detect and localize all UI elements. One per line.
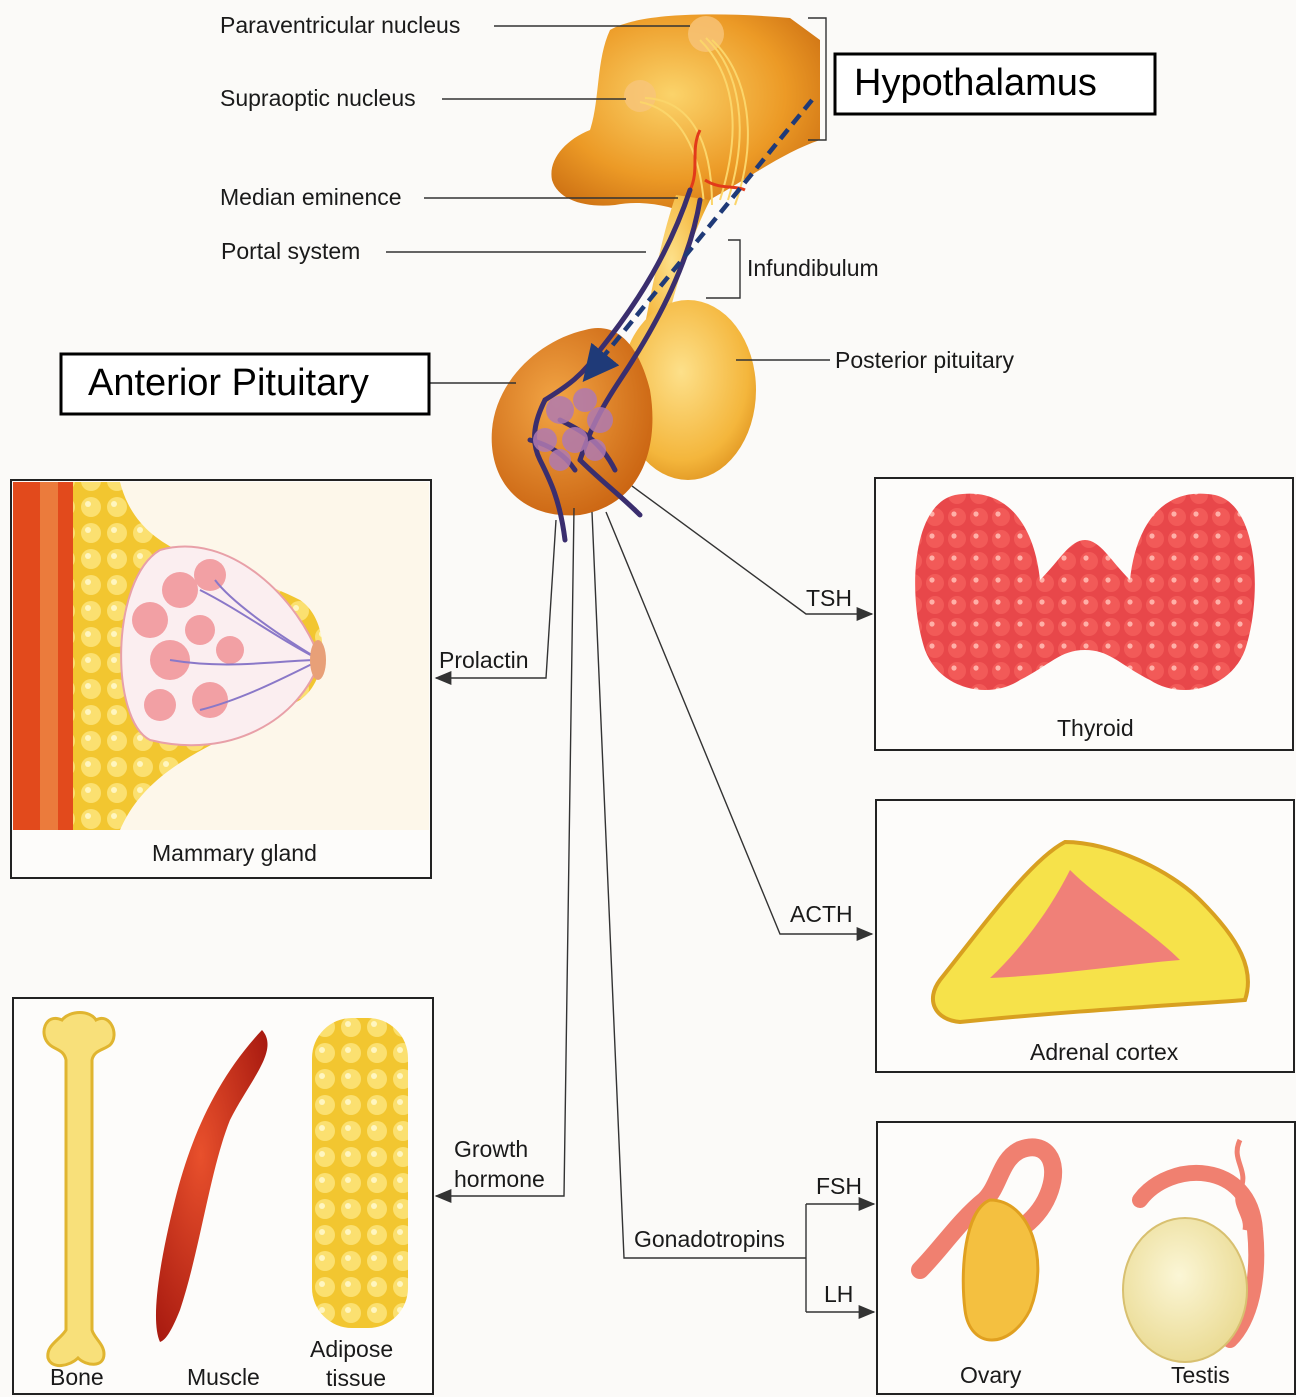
target-ovary: Ovary [960, 1362, 1022, 1388]
adrenal-cortex-panel [876, 800, 1294, 1072]
target-adipose-line2: tissue [326, 1365, 386, 1391]
label-portal-system: Portal system [221, 238, 360, 264]
label-supraoptic: Supraoptic nucleus [220, 85, 416, 111]
target-muscle: Muscle [187, 1364, 260, 1390]
label-infundibulum: Infundibulum [747, 255, 879, 281]
hormone-lh: LH [824, 1281, 853, 1307]
anterior-pituitary-callout: Anterior Pituitary [88, 362, 369, 404]
hormone-fsh: FSH [816, 1173, 862, 1199]
mammary-gland-panel [11, 480, 431, 878]
infundibulum-bracket [706, 240, 740, 298]
hormone-acth: ACTH [790, 901, 853, 927]
gonads-panel [877, 1122, 1295, 1394]
thyroid-panel [875, 478, 1293, 750]
hypothalamus-callout: Hypothalamus [854, 62, 1097, 104]
hormone-growth-line2: hormone [454, 1166, 545, 1192]
target-testis: Testis [1171, 1362, 1230, 1388]
target-adrenal-cortex: Adrenal cortex [1030, 1039, 1179, 1065]
label-posterior-pituitary: Posterior pituitary [835, 347, 1014, 373]
target-bone: Bone [50, 1364, 104, 1390]
acth-pathway [606, 512, 872, 934]
hormone-prolactin: Prolactin [439, 647, 528, 673]
label-median-eminence: Median eminence [220, 184, 402, 210]
hormone-growth-line1: Growth [454, 1136, 528, 1162]
growth-hormone-pathway [436, 508, 574, 1196]
hormone-gonadotropins: Gonadotropins [634, 1226, 785, 1252]
adipose-illustration [312, 1018, 408, 1328]
target-mammary-gland: Mammary gland [152, 840, 317, 866]
anterior-pituitary-lobe [492, 328, 653, 515]
hormone-tsh: TSH [806, 585, 852, 611]
label-paraventricular: Paraventricular nucleus [220, 12, 460, 38]
target-thyroid: Thyroid [1057, 715, 1134, 741]
target-adipose-line1: Adipose [310, 1336, 393, 1362]
hypothalamus-illustration [551, 14, 820, 215]
gonadotropins-pathway [592, 512, 806, 1258]
bone-muscle-adipose-panel [13, 998, 433, 1394]
